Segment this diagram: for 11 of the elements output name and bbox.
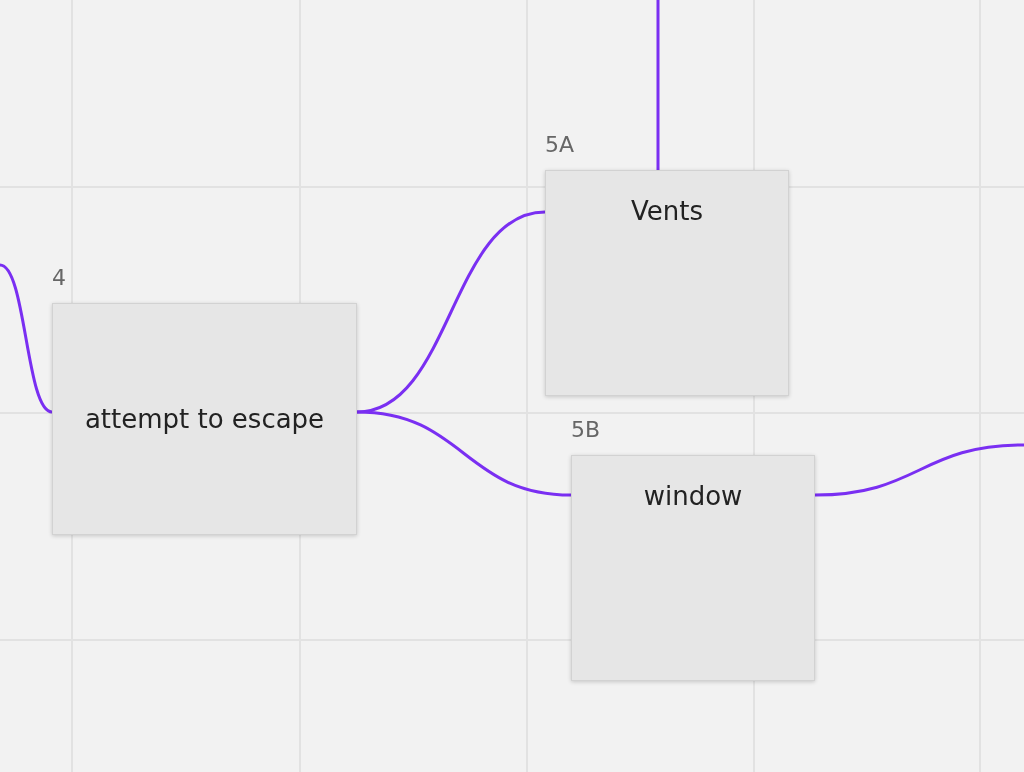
note-text: Vents [631, 195, 703, 227]
connector-line [355, 410, 573, 497]
note-number: 5A [545, 132, 575, 158]
connector-line [355, 210, 547, 414]
note-number: 5B [571, 417, 601, 443]
note-text: attempt to escape [84, 403, 325, 435]
connector-line [656, 0, 660, 172]
note-number: 4 [52, 265, 66, 291]
connector-line [813, 443, 1024, 497]
note-text: window [643, 480, 743, 512]
connector-line [0, 263, 54, 414]
